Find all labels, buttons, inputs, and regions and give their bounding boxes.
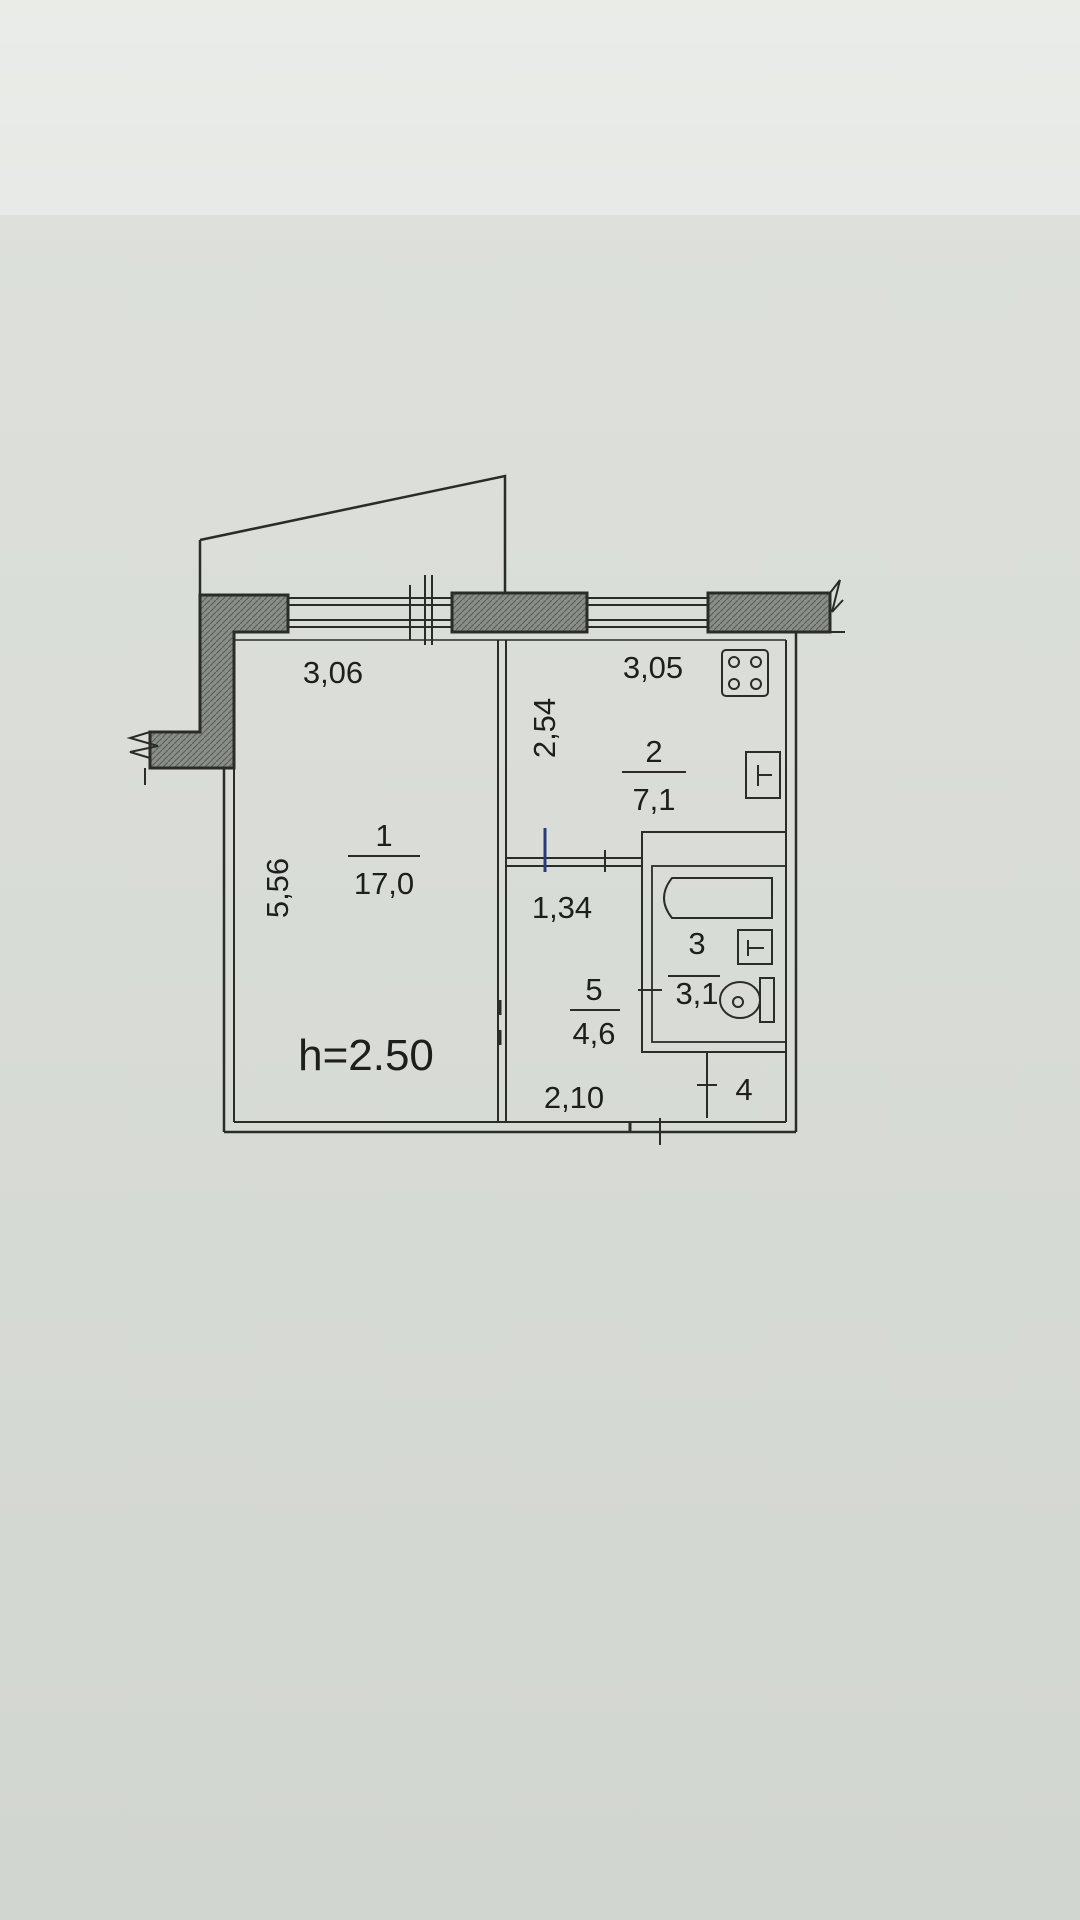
outer-wall-segment-right xyxy=(706,591,832,634)
break-mark-left xyxy=(126,731,159,785)
room1-width-label: 3,06 xyxy=(303,655,363,690)
outer-wall-segment-mid xyxy=(450,591,589,634)
break-mark-right xyxy=(829,579,845,633)
window-left xyxy=(288,575,452,645)
corridor-length-label: 2,10 xyxy=(544,1080,604,1115)
room2-number: 2 xyxy=(645,734,662,769)
corridor-width-label: 1,34 xyxy=(532,890,592,925)
room5-number: 5 xyxy=(585,972,602,1007)
room3-number: 3 xyxy=(688,926,705,961)
floor-plan xyxy=(126,474,845,1145)
plan-labels: 3,06 3,05 2,54 5,56 1 17,0 2 7,1 1,34 3 … xyxy=(260,650,753,1115)
room1-length-label: 5,56 xyxy=(260,858,295,918)
room4-number: 4 xyxy=(735,1072,752,1107)
room2-width-label: 3,05 xyxy=(623,650,683,685)
kitchen-sink-icon xyxy=(745,751,781,799)
room3-area: 3,1 xyxy=(675,976,718,1011)
room1-area: 17,0 xyxy=(354,866,414,901)
bathtub xyxy=(663,877,773,919)
bathroom-inner xyxy=(651,865,787,1043)
window-right xyxy=(587,597,708,628)
paper-top-strip xyxy=(0,0,1080,215)
room2-area: 7,1 xyxy=(632,782,675,817)
room1-number: 1 xyxy=(375,818,392,853)
room2-length-label: 2,54 xyxy=(527,698,562,758)
balcony-outline xyxy=(199,474,507,595)
stove-icon xyxy=(721,649,769,697)
room5-area: 4,6 xyxy=(572,1016,615,1051)
bathroom-sink-icon xyxy=(737,929,773,965)
ceiling-height-label: h=2.50 xyxy=(298,1031,434,1080)
toilet-icon xyxy=(719,977,775,1023)
